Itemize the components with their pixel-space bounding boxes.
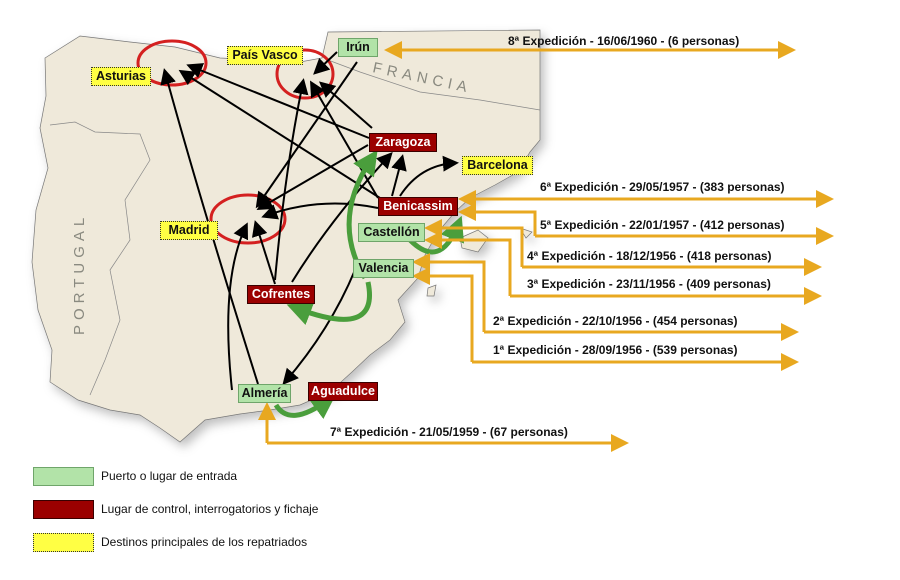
expedition-6-label: 6ª Expedición - 29/05/1957 - (383 person… bbox=[540, 180, 785, 194]
place-zaragoza[interactable]: Zaragoza bbox=[369, 133, 437, 152]
place-castellon[interactable]: Castellón bbox=[358, 223, 425, 242]
place-irun[interactable]: Irún bbox=[338, 38, 378, 57]
place-almeria[interactable]: Almería bbox=[238, 384, 291, 403]
place-pais-vasco[interactable]: País Vasco bbox=[227, 46, 303, 65]
expedition-3-label: 3ª Expedición - 23/11/1956 - (409 person… bbox=[527, 277, 771, 291]
expedition-arrows bbox=[258, 41, 834, 452]
place-aguadulce[interactable]: Aguadulce bbox=[308, 382, 378, 401]
route-arrows bbox=[160, 51, 459, 391]
region-circles bbox=[136, 39, 335, 245]
expedition-8-label: 8ª Expedición - 16/06/1960 - (6 personas… bbox=[508, 34, 740, 48]
border-france bbox=[327, 59, 541, 111]
place-madrid[interactable]: Madrid bbox=[160, 221, 218, 240]
place-asturias[interactable]: Asturias bbox=[91, 67, 151, 86]
border-portugal bbox=[49, 121, 151, 396]
legend-label-entry: Puerto o lugar de entrada bbox=[101, 469, 238, 483]
legend-swatch-entry bbox=[33, 467, 94, 486]
expedition-1-label: 1ª Expedición - 28/09/1956 - (539 person… bbox=[493, 343, 738, 357]
place-barcelona[interactable]: Barcelona bbox=[462, 156, 533, 175]
place-benicassim[interactable]: Benicassim bbox=[378, 197, 458, 216]
expedition-4-label: 4ª Expedición - 18/12/1956 - (418 person… bbox=[527, 249, 772, 263]
legend-label-control: Lugar de control, interrogatorios y fich… bbox=[101, 502, 319, 516]
legend-label-destination: Destinos principales de los repatriados bbox=[101, 535, 308, 549]
pais-vasco-circle bbox=[275, 48, 335, 100]
madrid-circle bbox=[209, 193, 287, 245]
transfer-arrows bbox=[273, 149, 465, 419]
expedition-2-label: 2ª Expedición - 22/10/1956 - (454 person… bbox=[493, 314, 738, 328]
portugal-label: PORTUGAL bbox=[71, 213, 88, 335]
legend-swatch-control bbox=[33, 500, 94, 519]
expedition-7-label: 7ª Expedición - 21/05/1959 - (67 persona… bbox=[330, 425, 568, 439]
legend-swatch-destination bbox=[33, 533, 94, 552]
place-valencia[interactable]: Valencia bbox=[353, 259, 414, 278]
place-cofrentes[interactable]: Cofrentes bbox=[247, 285, 315, 304]
expedition-5-label: 5ª Expedición - 22/01/1957 - (412 person… bbox=[540, 218, 785, 232]
